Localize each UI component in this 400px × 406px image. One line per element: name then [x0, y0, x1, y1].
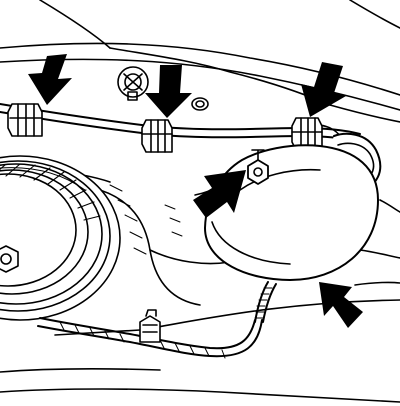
arrow-pointing-clip-2	[145, 65, 192, 118]
arrow-pointing-clip-1	[28, 54, 72, 105]
spare-wheel	[0, 155, 121, 321]
arrow-pointing-mounting-bolt	[193, 170, 246, 218]
panel-hole	[191, 97, 209, 111]
cable-tie	[139, 309, 161, 343]
housing-mounting-bolt	[247, 149, 269, 185]
wheel-fastening-nut	[0, 245, 19, 273]
harness-clip-2	[141, 119, 173, 153]
arrow-pointing-clip-3	[301, 62, 346, 117]
round-housing	[204, 144, 379, 281]
corrugated-conduit	[254, 281, 277, 323]
arrow-pointing-housing-bottom	[319, 282, 363, 328]
panel-fastener	[117, 66, 149, 101]
harness-clip-1	[7, 103, 43, 137]
